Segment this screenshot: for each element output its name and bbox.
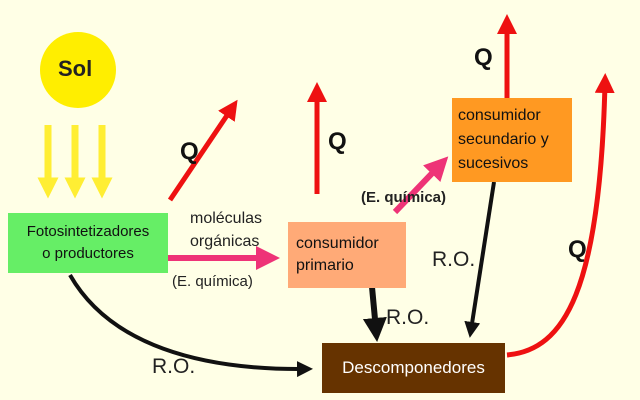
producers-box: Fotosintetizadores o productores: [8, 213, 168, 273]
primary-consumer-line1: consumidor: [296, 235, 379, 252]
secondary-consumer-line2: secundario y: [458, 131, 549, 148]
organic-molecules-label-1: moléculas: [190, 210, 263, 227]
ro-label-3: R.O.: [152, 355, 196, 378]
ro-arrow: [464, 181, 496, 338]
chemical-energy-label-2: (E. química): [361, 189, 447, 206]
heat-arrow: [167, 99, 238, 202]
producers-label-line1: Fotosintetizadores: [26, 223, 150, 240]
ro-arrow: [68, 274, 313, 378]
heat-label-4: Q: [568, 236, 587, 263]
secondary-consumer-line3: sucesivos: [458, 155, 529, 172]
primary-consumer-box: consumidor primario: [288, 222, 406, 288]
secondary-consumer-line1: consumidor: [458, 107, 541, 124]
ro-label-1: R.O.: [432, 248, 476, 271]
heat-arrow: [506, 73, 615, 358]
secondary-consumer-box: consumidor secundario y sucesivos: [452, 98, 572, 182]
energy-arrows: [168, 156, 449, 270]
ro-arrow: [362, 286, 387, 342]
energy-arrow: [392, 156, 449, 215]
decomposers-label: Descomponedores: [342, 358, 485, 377]
sun-circle: [40, 32, 116, 108]
heat-label-3: Q: [474, 44, 493, 71]
sun-label: Sol: [58, 56, 93, 81]
heat-label-2: Q: [328, 128, 347, 155]
organic-molecules-label-2: orgánicas: [190, 233, 260, 250]
decomposers-box: Descomponedores: [322, 343, 505, 393]
chemical-energy-label-1: (E. química): [172, 273, 253, 290]
producers-label-line2: o productores: [42, 245, 134, 262]
ro-arrows: [68, 181, 496, 378]
primary-consumer-line2: primario: [296, 257, 354, 274]
heat-arrows: [167, 14, 615, 358]
ro-label-2: R.O.: [386, 306, 430, 329]
heat-label-1: Q: [180, 138, 199, 165]
sun-rays: [37, 125, 113, 199]
